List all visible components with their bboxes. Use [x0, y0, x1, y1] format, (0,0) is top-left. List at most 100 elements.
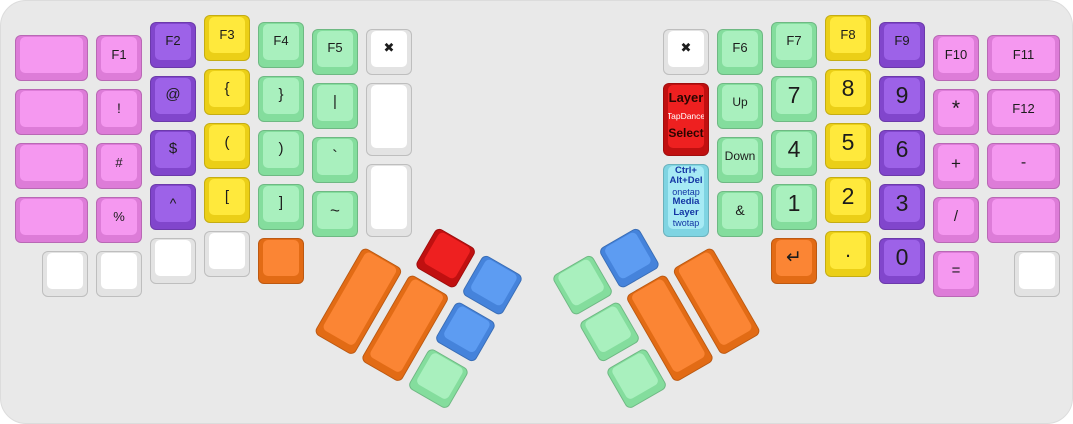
key-f9[interactable]: F9	[879, 21, 925, 68]
key-f4[interactable]: F4	[258, 21, 304, 68]
key-4[interactable]: 4	[771, 129, 817, 176]
key-f8[interactable]: F8	[825, 15, 871, 61]
key-close-left[interactable]: ✖	[366, 28, 412, 75]
key-blank-left-bottom2[interactable]	[96, 251, 142, 298]
key-close-left-cap: ✖	[371, 30, 407, 67]
key-blank-left-r3c1[interactable]	[15, 143, 88, 190]
key-4-cap: 4	[776, 131, 812, 168]
key-minus[interactable]: -	[987, 143, 1060, 190]
key-pipe[interactable]: |	[312, 82, 358, 129]
key-legend: |	[333, 93, 337, 111]
key-f11-cap: F11	[992, 37, 1055, 74]
key-blank-left-bottom5[interactable]	[258, 237, 304, 284]
key-caret[interactable]: ^	[150, 183, 196, 230]
key-blank-right-bottom[interactable]	[1014, 251, 1060, 298]
key-6[interactable]: 6	[879, 129, 925, 176]
key-blank-left-r2c1[interactable]	[15, 89, 88, 136]
key-backtick[interactable]: `	[312, 136, 358, 183]
key-dollar[interactable]: $	[150, 129, 196, 176]
key-thumb-right-blue[interactable]	[597, 226, 661, 290]
key-legend: ✖	[383, 40, 395, 56]
key-plus[interactable]: +	[933, 143, 979, 190]
key-at[interactable]: @	[150, 75, 196, 122]
key-blank-left-r1c1[interactable]	[15, 35, 88, 82]
key-thumb-left-blue2[interactable]	[433, 299, 497, 363]
key-f12[interactable]: F12	[987, 89, 1060, 136]
key-close-bracket[interactable]: ]	[258, 183, 304, 230]
key-1[interactable]: 1	[771, 183, 817, 230]
key-blank-left-inner1[interactable]	[366, 82, 412, 156]
key-f10[interactable]: F10	[933, 35, 979, 82]
key-f11[interactable]: F11	[987, 35, 1060, 82]
key-legend: +	[951, 153, 961, 173]
key-close-brace[interactable]: }	[258, 75, 304, 122]
key-8[interactable]: 8	[825, 69, 871, 115]
key-f6[interactable]: F6	[717, 28, 763, 75]
key-legend: F8	[840, 26, 856, 42]
key-2[interactable]: 2	[825, 177, 871, 223]
key-close-brace-cap: }	[263, 77, 299, 114]
key-enter[interactable]: ↵	[771, 237, 817, 284]
key-legend: 7	[787, 81, 801, 108]
key-exclamation[interactable]: !	[96, 89, 142, 136]
key-hash[interactable]: #	[96, 143, 142, 190]
key-caret-cap: ^	[155, 185, 191, 222]
key-up[interactable]: Up	[717, 82, 763, 129]
key-percent[interactable]: %	[96, 197, 142, 244]
key-legend: ]	[278, 194, 284, 212]
key-7[interactable]: 7	[771, 75, 817, 122]
key-f7[interactable]: F7	[771, 21, 817, 68]
key-blank-right-bottom-cap	[1019, 253, 1055, 290]
key-blank-left-bottom4[interactable]	[204, 231, 250, 277]
key-legend: F7	[786, 33, 802, 49]
key-legend: Layer	[668, 90, 704, 106]
key-9[interactable]: 9	[879, 75, 925, 122]
key-f2[interactable]: F2	[150, 21, 196, 68]
key-thumb-left-blue1[interactable]	[460, 253, 524, 317]
key-legend: F6	[732, 40, 748, 56]
key-0[interactable]: 0	[879, 237, 925, 284]
key-blank-left-bottom3[interactable]	[150, 237, 196, 284]
key-dollar-cap: $	[155, 131, 191, 168]
key-period[interactable]: .	[825, 231, 871, 277]
key-asterisk[interactable]: *	[933, 89, 979, 136]
key-legend: F11	[1012, 46, 1035, 62]
key-legend: [	[224, 187, 230, 205]
key-blank-left-r4c1[interactable]	[15, 197, 88, 244]
key-blank-left-r4c1-cap	[20, 199, 83, 236]
key-close-paren[interactable]: )	[258, 129, 304, 176]
key-f3[interactable]: F3	[204, 15, 250, 61]
key-close-paren-cap: )	[263, 131, 299, 168]
key-blank-left-inner2[interactable]	[366, 163, 412, 237]
key-open-brace[interactable]: {	[204, 69, 250, 115]
key-thumb-right-green1-cap	[556, 257, 606, 307]
key-legend: TapDance	[668, 110, 704, 121]
key-3[interactable]: 3	[879, 183, 925, 230]
key-legend: {	[224, 79, 230, 97]
key-5[interactable]: 5	[825, 123, 871, 169]
key-f5[interactable]: F5	[312, 28, 358, 75]
key-slash[interactable]: /	[933, 197, 979, 244]
key-ampersand[interactable]: &	[717, 190, 763, 237]
key-blank-left-bottom1[interactable]	[42, 251, 88, 298]
key-legend: Media	[672, 196, 700, 207]
key-open-bracket[interactable]: [	[204, 177, 250, 223]
key-down[interactable]: Down	[717, 136, 763, 183]
key-legend: )	[278, 140, 284, 158]
key-legend: F10	[944, 46, 968, 62]
key-equals[interactable]: =	[933, 251, 979, 298]
key-thumb-left-green[interactable]	[406, 346, 470, 410]
key-tilde[interactable]: ~	[312, 190, 358, 237]
key-legend: Down	[724, 148, 756, 163]
key-f1[interactable]: F1	[96, 35, 142, 82]
key-close-right[interactable]: ✖	[663, 28, 709, 75]
key-ampersand-cap: &	[722, 192, 758, 229]
key-blank-right-c7[interactable]	[987, 197, 1060, 244]
key-f10-cap: F10	[938, 37, 974, 74]
key-close-right-cap: ✖	[668, 30, 704, 67]
key-8-cap: 8	[830, 71, 866, 107]
key-open-paren[interactable]: (	[204, 123, 250, 169]
